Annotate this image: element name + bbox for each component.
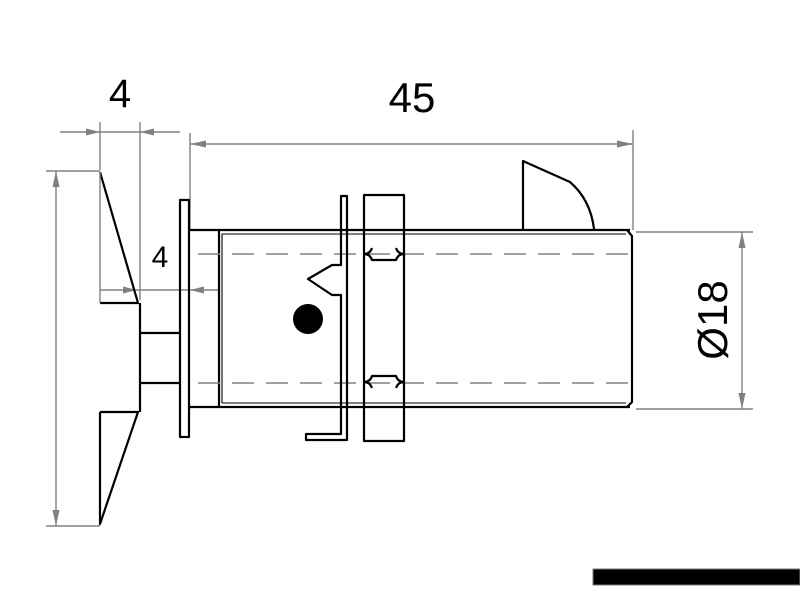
flange-head — [98, 171, 142, 526]
footer-bar — [592, 568, 800, 586]
dimension-thread-diameter: Ø18 — [636, 231, 753, 410]
locking-pin — [293, 304, 323, 334]
dimension-label-thread-diameter: Ø18 — [689, 280, 736, 359]
dimension-plate-thickness: 4 — [100, 241, 220, 294]
mounting-plate — [178, 198, 191, 439]
threaded-body — [189, 228, 634, 409]
dimension-flange-height — [46, 170, 100, 527]
spring-clip — [304, 194, 349, 442]
dimension-body-length: 45 — [189, 74, 634, 230]
dimension-flange-thickness: 4 — [60, 72, 180, 300]
dimension-label-plate-thickness: 4 — [152, 241, 169, 274]
neck — [140, 331, 180, 385]
dimension-label-flange-thickness: 4 — [109, 72, 131, 116]
dimension-label-body-length: 45 — [389, 74, 436, 121]
hex-nut — [362, 193, 406, 443]
latch-tab — [521, 159, 596, 230]
